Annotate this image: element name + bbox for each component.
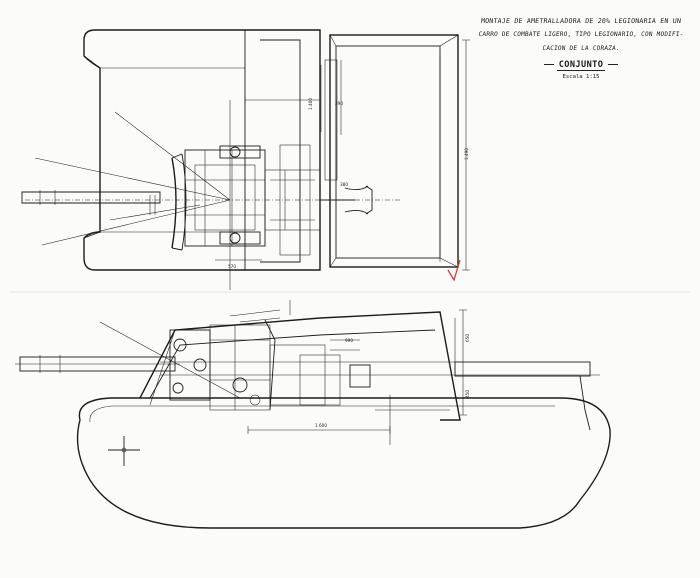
- dim-plan-mount: 380: [340, 182, 348, 187]
- heading-text: CONJUNTO: [556, 60, 606, 71]
- title-line-3: CACION DE LA CORAZA.: [541, 45, 621, 52]
- scale-label: Escala 1:15: [562, 74, 600, 80]
- title-line-2: CARRO DE COMBATE LIGERO, TIPO LEGIONARIO…: [478, 31, 684, 38]
- elevation-view: [15, 300, 611, 529]
- dim-plan-length: 1.490: [464, 148, 469, 160]
- plan-view: [21, 29, 470, 290]
- title-line-1: MONTAJE DE AMETRALLADORA DE 20% LEGIONAR…: [480, 17, 682, 25]
- heading-rule-right: [608, 64, 619, 65]
- dim-elev-height: 650: [465, 334, 470, 342]
- dim-plan-width2: 570: [228, 264, 236, 269]
- title-heading: CONJUNTO: [470, 60, 692, 71]
- title-block: MONTAJE DE AMETRALLADORA DE 20% LEGIONAR…: [470, 14, 692, 80]
- heading-rule-left: [543, 64, 554, 65]
- dim-plan-width: 1.400: [308, 98, 313, 110]
- dim-elev-length: 1.600: [315, 423, 327, 428]
- dim-plan-gun-offset: 290: [335, 101, 343, 106]
- dim-elev-mount: 990: [345, 338, 353, 343]
- dim-elev-height2: 450: [465, 390, 470, 398]
